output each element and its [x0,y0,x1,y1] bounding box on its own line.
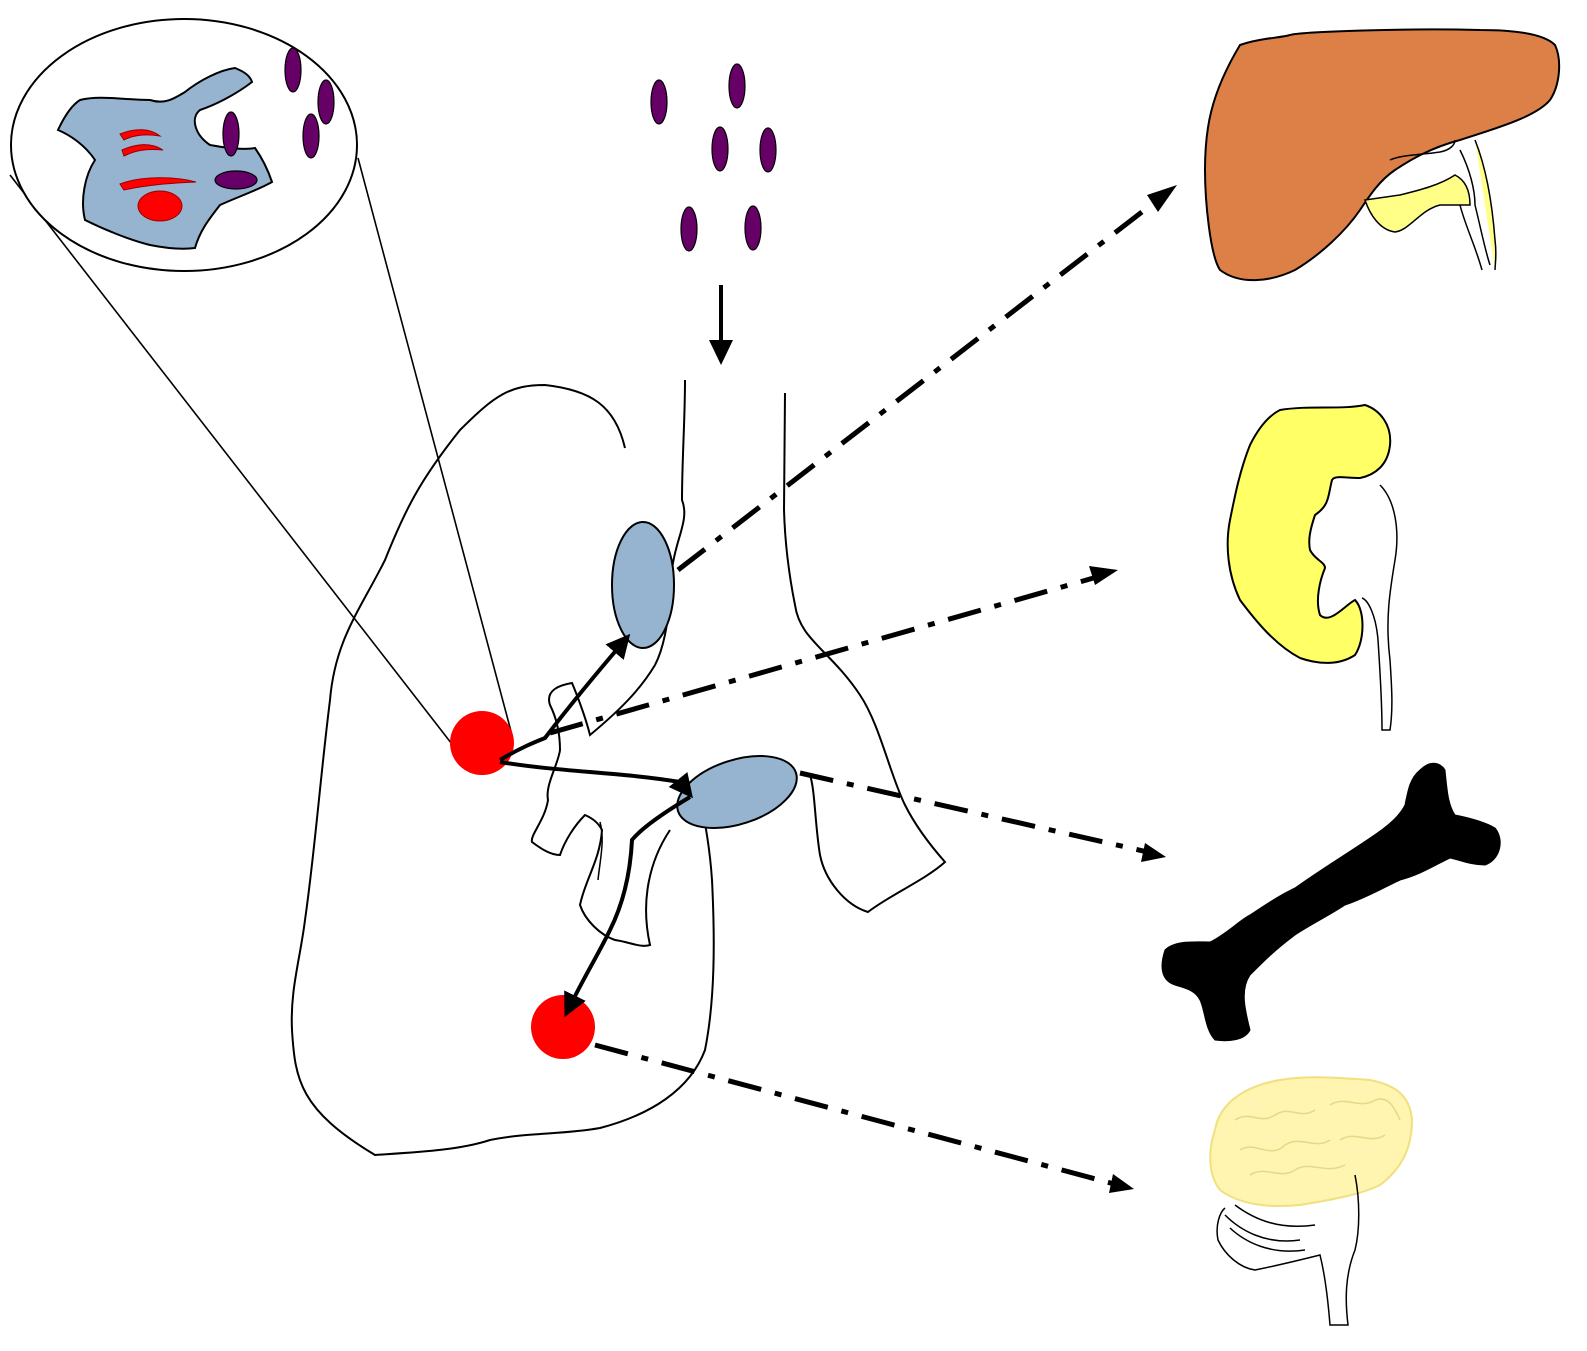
secondary-infection-site [531,995,595,1059]
kidney-icon [1228,405,1397,730]
brain-icon [1210,1077,1412,1325]
lymphatic-spread-arrows [500,640,690,1010]
entry-arrow [709,285,733,365]
arrow-to-liver [678,198,1160,570]
bone-icon [1162,763,1500,1040]
lymph-node-upper [612,522,674,648]
primary-infection-site [450,711,514,775]
body-outline [292,380,945,1155]
dissemination-arrowheads [1089,185,1177,1193]
dissemination-arrows [550,198,1160,1185]
pathogen-particles [651,64,776,251]
arrow-to-bone [800,773,1152,853]
cell-icon [11,19,357,271]
arrow-to-brain [595,1045,1118,1185]
liver-icon [1205,29,1559,280]
lymph-node-lower [668,742,806,841]
